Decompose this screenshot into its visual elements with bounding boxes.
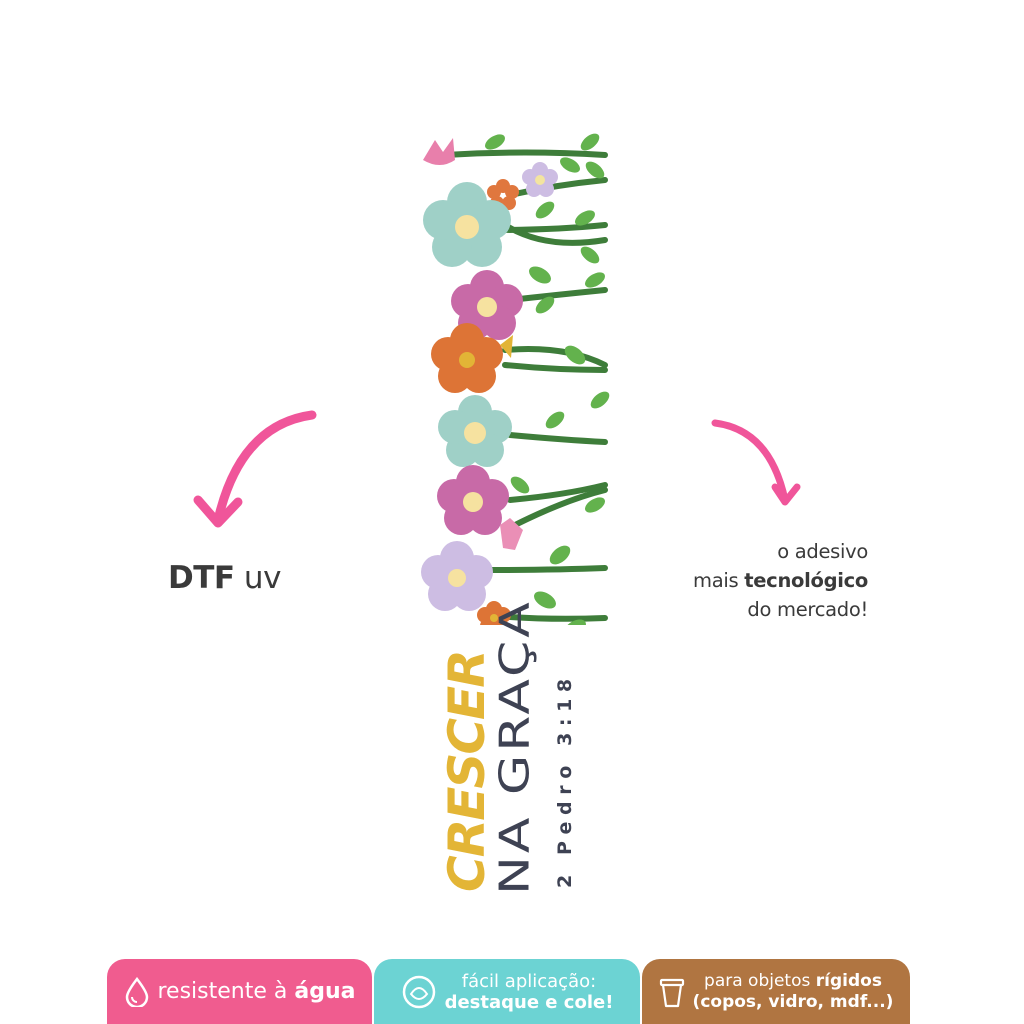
orange-flower [431, 323, 503, 393]
dtf-uv-label: DTF uv [168, 560, 281, 596]
badge-rigid-line-2: (copos, vidro, mdf...) [692, 991, 894, 1012]
cup-icon [659, 976, 685, 1008]
dtf-rest: uv [234, 560, 282, 596]
badge-water-text: resistente à água [157, 979, 356, 1004]
tagline-line-2: mais tecnológico [693, 569, 868, 592]
tagline: o adesivo mais tecnológico do mercado! [693, 537, 868, 624]
design-word-na-graca: NA GRAÇA [492, 599, 539, 895]
tagline-line-3: do mercado! [747, 598, 868, 621]
badge-easy-application: fácil aplicação: destaque e cole! [374, 959, 640, 1024]
badge-easy-line-1: fácil aplicação: [461, 970, 597, 992]
badge-rigid-line-1: para objetos rígidos [704, 970, 882, 991]
curved-arrow-left-icon [193, 410, 317, 528]
magenta-flower-2 [437, 465, 509, 535]
teal-flower-2 [438, 395, 512, 467]
pink-bud [500, 518, 523, 550]
floral-sticker-illustration [421, 133, 610, 625]
sticker-peel-icon [401, 974, 437, 1010]
badge-easy-text: fácil aplicação: destaque e cole! [445, 971, 614, 1013]
badge-rigid-text: para objetos rígidos (copos, vidro, mdf.… [693, 971, 894, 1013]
stems [442, 149, 608, 622]
teal-flower-1 [423, 182, 511, 267]
tagline-line-1: o adesivo [777, 540, 868, 563]
design-bible-reference: 2 Pedro 3:18 [554, 672, 576, 888]
pink-tulip [423, 138, 455, 165]
leaves [485, 133, 610, 625]
curved-arrow-right-icon [711, 419, 801, 506]
lilac-flower-2 [421, 541, 493, 611]
badge-rigid-objects: para objetos rígidos (copos, vidro, mdf.… [642, 959, 910, 1024]
magenta-flower-1 [451, 270, 523, 340]
dtf-strong: DTF [168, 560, 235, 596]
orange-small-flower-2 [477, 601, 511, 625]
badge-easy-line-2: destaque e cole! [444, 991, 614, 1013]
water-drop-icon [124, 976, 150, 1007]
badge-water-resistant: resistente à água [107, 959, 372, 1024]
design-word-crescer: CRESCER [438, 651, 496, 892]
lilac-flower [522, 162, 558, 197]
